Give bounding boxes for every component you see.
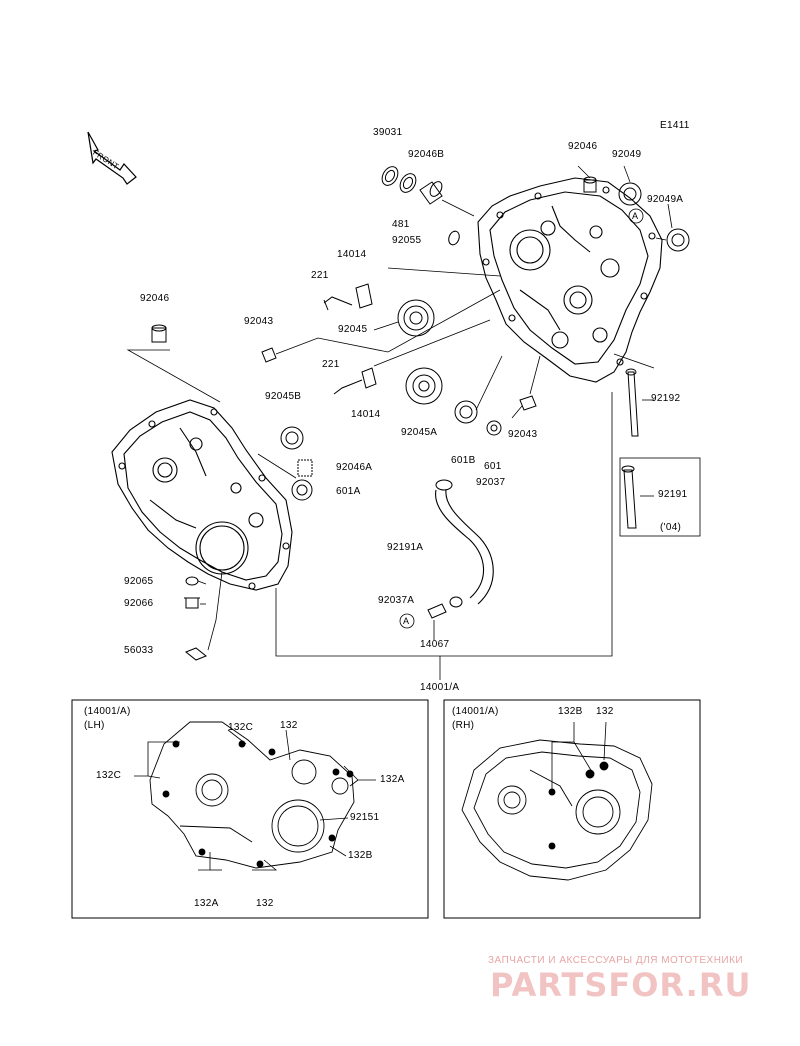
part-label-92045B: 92045B [265, 391, 302, 402]
plug-92066 [184, 597, 200, 609]
part-label-92045: 92045 [338, 324, 368, 335]
dowel-92043-left [261, 347, 277, 363]
lh-box-frame [71, 699, 429, 919]
part-label-92049: 92049 [612, 149, 642, 160]
hose-92191A [435, 489, 494, 605]
part-label-92046-left: 92046 [140, 293, 170, 304]
pipe-14067 [427, 603, 447, 619]
lh-label-132-a: 132 [280, 720, 298, 731]
part-label-601: 601 [484, 461, 502, 472]
lh-label-132-b: 132 [256, 898, 274, 909]
part-label-601B: 601B [451, 455, 476, 466]
washer-92065 [185, 576, 199, 586]
part-label-39031: 39031 [373, 127, 403, 138]
seal-92046B [399, 173, 417, 193]
part-label-14014-mid: 14014 [351, 409, 381, 420]
seal-601B [454, 400, 478, 424]
part-label-92046B: 92046B [408, 149, 445, 160]
part-label-14014-top: 14014 [337, 249, 367, 260]
rh-label-132: 132 [596, 706, 614, 717]
bracket-14014-top [355, 283, 373, 309]
bearing-92046-left [151, 324, 167, 343]
watermark-logo: PARTSFOR.RU [490, 966, 752, 1004]
bearing-unlabeled-mid [486, 420, 502, 436]
clamp-92037A [449, 596, 463, 608]
bearing-92049A [666, 228, 690, 252]
lh-label-132A-a: 132A [380, 774, 405, 785]
lh-label-92151: 92151 [350, 812, 380, 823]
lh-label-132B: 132B [348, 850, 373, 861]
rh-crankcase-drawing [461, 739, 653, 881]
part-label-92191-year: ('04) [660, 522, 682, 533]
rh-label-132B: 132B [558, 706, 583, 717]
callout-a-bottom-circle [399, 613, 415, 629]
lh-label-132C-a: 132C [228, 722, 254, 733]
part-label-92037: 92037 [476, 477, 506, 488]
part-label-221-top: 221 [311, 270, 329, 281]
part-label-92192: 92192 [651, 393, 681, 404]
seal-601A [291, 479, 313, 501]
part-label-221-mid: 221 [322, 359, 340, 370]
part-label-92065: 92065 [124, 576, 154, 587]
bearing-92045A [405, 367, 443, 405]
bearing-92045B [280, 426, 304, 450]
lh-label-132A-b: 132A [194, 898, 219, 909]
rh-box-ref: (14001/A) [452, 706, 499, 717]
rh-leader-lines [551, 721, 607, 792]
hose-92191 [621, 465, 637, 529]
part-label-92046-top: 92046 [568, 141, 598, 152]
dowel-92043-right [519, 395, 537, 411]
part-label-92191A: 92191A [387, 542, 424, 553]
hose-92192 [625, 368, 639, 437]
diagram-code: E1411 [660, 120, 690, 131]
lh-box-ref: (14001/A) [84, 706, 131, 717]
bolt-221-mid [333, 379, 363, 395]
oring-92055 [448, 230, 460, 246]
lh-crankcase-drawing [149, 721, 355, 869]
part-label-92045A: 92045A [401, 427, 438, 438]
front-arrow-icon [87, 131, 137, 185]
year-inset-box [619, 457, 701, 537]
part-label-14067: 14067 [420, 639, 450, 650]
part-label-14001A: 14001/A [420, 682, 460, 693]
callout-a-top-circle [628, 208, 644, 224]
rh-box-side: (RH) [452, 720, 475, 731]
bearing-39031 [381, 166, 399, 186]
part-label-92046A: 92046A [336, 462, 373, 473]
part-label-481: 481 [392, 219, 410, 230]
part-label-92037A: 92037A [378, 595, 415, 606]
bracket-14014-mid [361, 367, 377, 389]
left-crankcase-drawing [111, 399, 293, 591]
bolt-221-top [323, 296, 353, 311]
part-label-92191: 92191 [658, 489, 688, 500]
lh-label-132C-b: 132C [96, 770, 122, 781]
watermark-tagline: ЗАПЧАСТИ И АКСЕССУАРЫ ДЛЯ МОТОТЕХНИКИ [488, 955, 744, 966]
part-label-92055: 92055 [392, 235, 422, 246]
bearing-unlabeled-top [419, 181, 443, 205]
part-label-92043-right: 92043 [508, 429, 538, 440]
part-label-92049A: 92049A [647, 194, 684, 205]
callout-a-bottom: A [403, 616, 410, 626]
bearing-92049 [618, 182, 642, 206]
rh-box-frame [443, 699, 701, 919]
lh-leader-lines [134, 729, 376, 871]
bearing-92046-top [583, 176, 597, 193]
needle-92046A [297, 459, 313, 477]
right-crankcase-drawing [477, 177, 663, 383]
lh-box-side: (LH) [84, 720, 105, 731]
part-label-92043-left: 92043 [244, 316, 274, 327]
clamp-56033 [185, 647, 207, 661]
clamp-92037 [435, 479, 453, 491]
bearing-92045 [397, 299, 435, 337]
part-label-601A: 601A [336, 486, 361, 497]
part-label-92066: 92066 [124, 598, 154, 609]
part-label-56033: 56033 [124, 645, 154, 656]
callout-a-top: A [632, 211, 639, 221]
leader-lines [126, 165, 673, 680]
